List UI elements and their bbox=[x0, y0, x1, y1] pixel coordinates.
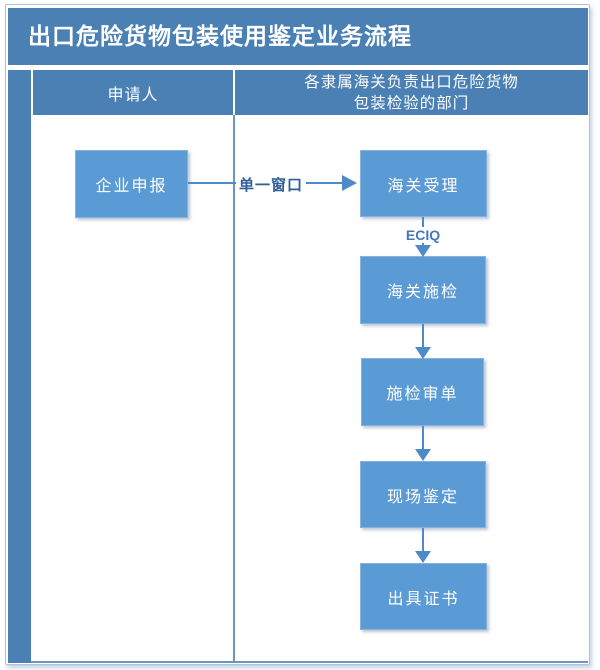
edge-label-eciq: ECIQ bbox=[402, 227, 444, 243]
arrow-inspect-to-review-head-icon bbox=[415, 347, 431, 359]
node-enterprise-declaration: 企业申报 bbox=[75, 150, 188, 218]
arrow-onsite-to-certificate-line bbox=[422, 528, 424, 552]
arrow-inspect-to-review-line bbox=[422, 324, 424, 348]
arrow-review-to-onsite-line bbox=[422, 426, 424, 450]
arrow-accept-to-inspect-head-icon bbox=[415, 245, 431, 257]
lane-header-applicant: 申请人 bbox=[33, 70, 233, 115]
edge-label-single-window: 单一窗口 bbox=[235, 174, 307, 195]
lane-header-customs: 各隶属海关负责出口危险货物 包装检验的部门 bbox=[235, 70, 588, 115]
arrow-declare-to-accept-head-icon bbox=[342, 175, 357, 191]
lane-divider bbox=[233, 115, 235, 663]
left-accent-stripe bbox=[8, 70, 31, 663]
table-bottom-border bbox=[31, 661, 588, 663]
node-issue-certificate: 出具证书 bbox=[360, 563, 487, 630]
arrow-onsite-to-certificate-head-icon bbox=[415, 551, 431, 563]
page-title: 出口危险货物包装使用鉴定业务流程 bbox=[8, 8, 588, 65]
node-onsite-appraisal: 现场鉴定 bbox=[360, 461, 486, 528]
node-customs-inspection: 海关施检 bbox=[360, 256, 486, 324]
node-customs-acceptance: 海关受理 bbox=[360, 150, 487, 217]
outer-frame bbox=[5, 4, 590, 665]
arrow-review-to-onsite-head-icon bbox=[415, 449, 431, 461]
node-inspection-doc-review: 施检审单 bbox=[361, 358, 484, 426]
